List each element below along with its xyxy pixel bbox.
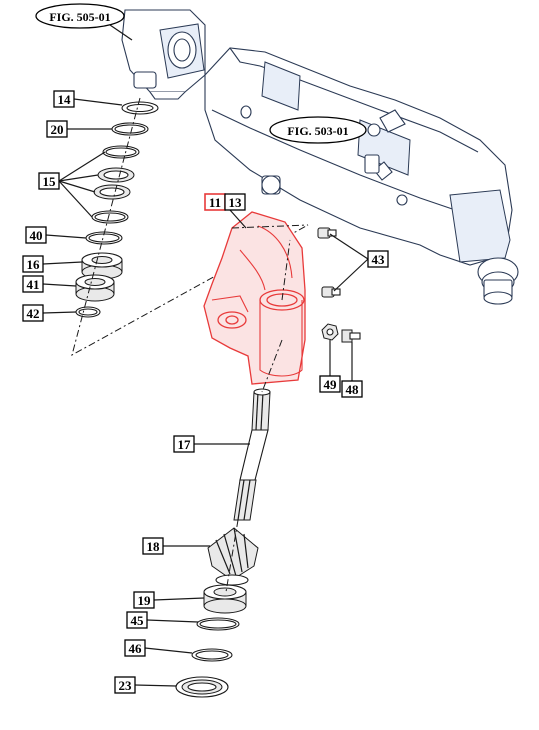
part-11-13-housing: [203, 211, 306, 385]
svg-text:45: 45: [131, 613, 145, 628]
callout-20[interactable]: 20: [46, 120, 68, 138]
svg-text:13: 13: [229, 195, 243, 210]
svg-text:18: 18: [147, 539, 161, 554]
callout-17[interactable]: 17: [173, 435, 195, 453]
svg-text:23: 23: [119, 678, 133, 693]
part-42-ring: [75, 306, 101, 318]
svg-text:43: 43: [372, 252, 386, 267]
fig-ref-503[interactable]: FIG. 503-01: [269, 116, 367, 144]
leader-lines: [42, 98, 369, 687]
callout-13[interactable]: 13: [224, 193, 246, 211]
svg-text:17: 17: [178, 437, 192, 452]
svg-text:49: 49: [324, 377, 338, 392]
axle-housing: [204, 47, 519, 305]
callout-43[interactable]: 43: [367, 250, 389, 268]
callout-42[interactable]: 42: [22, 304, 44, 322]
part-43-bolts: [317, 227, 341, 298]
callout-45[interactable]: 45: [126, 611, 148, 629]
svg-text:11: 11: [209, 195, 221, 210]
part-48-bolt: [341, 329, 361, 343]
callout-48[interactable]: 48: [341, 380, 363, 398]
svg-text:48: 48: [346, 382, 360, 397]
svg-text:42: 42: [27, 306, 40, 321]
callout-18[interactable]: 18: [142, 537, 164, 555]
fig-ref-505-label: FIG. 505-01: [49, 10, 110, 24]
part-14-snap-ring: [121, 101, 159, 115]
part-16-bearing: [81, 252, 123, 280]
fig-ref-503-label: FIG. 503-01: [287, 124, 348, 138]
callout-23[interactable]: 23: [114, 676, 136, 694]
part-17-shaft: [233, 388, 271, 521]
part-20-oring: [111, 122, 149, 136]
callout-14[interactable]: 14: [53, 90, 75, 108]
callout-15[interactable]: 15: [38, 172, 60, 190]
part-46-snap-ring: [191, 648, 233, 662]
svg-text:16: 16: [27, 257, 41, 272]
part-19-bearing: [203, 584, 247, 614]
upper-elbow-housing: [121, 9, 206, 100]
part-15-shims: [91, 145, 140, 224]
callout-16[interactable]: 16: [22, 255, 44, 273]
callout-41[interactable]: 41: [22, 275, 44, 293]
callout-19[interactable]: 19: [133, 591, 155, 609]
part-41-bearing: [75, 274, 115, 302]
part-49-nut: [321, 323, 339, 341]
svg-text:14: 14: [58, 92, 72, 107]
svg-text:19: 19: [138, 593, 152, 608]
svg-text:15: 15: [43, 174, 57, 189]
callout-49[interactable]: 49: [319, 375, 341, 393]
callout-40[interactable]: 40: [25, 226, 47, 244]
svg-text:20: 20: [51, 122, 64, 137]
fig-ref-505[interactable]: FIG. 505-01: [35, 3, 125, 29]
svg-text:41: 41: [27, 277, 40, 292]
part-40-ring: [85, 231, 123, 245]
callout-11-highlighted[interactable]: 11: [204, 193, 226, 211]
part-23-seal: [175, 676, 229, 698]
part-18-bevel-gear: [207, 527, 259, 586]
part-45-ring: [196, 617, 240, 631]
callout-46[interactable]: 46: [124, 639, 146, 657]
svg-text:40: 40: [30, 228, 43, 243]
svg-text:46: 46: [129, 641, 143, 656]
